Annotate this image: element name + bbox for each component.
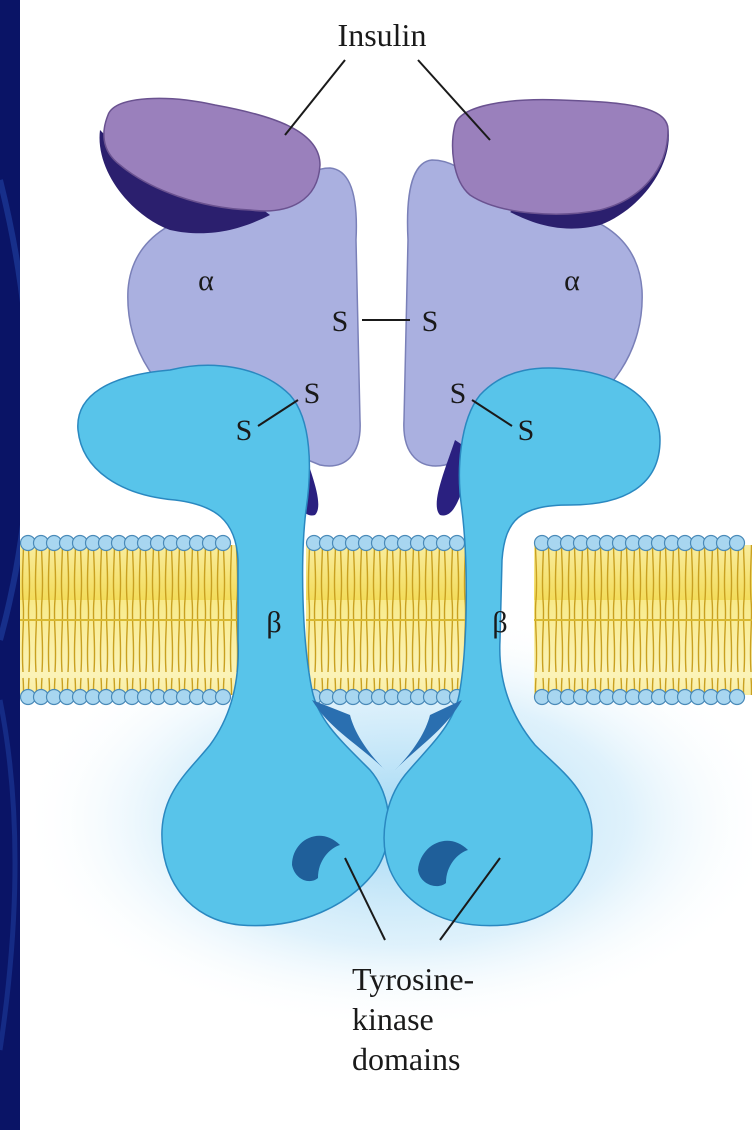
lipid-bilayer	[20, 536, 752, 705]
beta-label-left: β	[266, 606, 281, 639]
s-bridge-left: S	[332, 305, 349, 338]
lipid-head	[216, 690, 231, 705]
lipid-heads-outer	[21, 536, 745, 551]
tk-label-line1: Tyrosine-	[352, 961, 474, 997]
diagram-panel: Insulin α α S S S S S S β β Tyrosine- ki…	[20, 0, 752, 1130]
insulin-receptor-diagram: Insulin α α S S S S S S β β Tyrosine- ki…	[20, 0, 752, 1130]
lipid-heads-inner	[21, 690, 745, 705]
lipid-head	[730, 690, 745, 705]
insulin-leader-left	[285, 60, 345, 135]
alpha-label-right: α	[564, 264, 580, 297]
tk-label-line2: kinase	[352, 1001, 434, 1037]
lipid-head	[730, 536, 745, 551]
lipid-head	[450, 536, 465, 551]
beta-label-right: β	[492, 606, 507, 639]
s-left-upper: S	[304, 377, 321, 410]
s-left-lower: S	[236, 414, 253, 447]
tk-label-line3: domains	[352, 1041, 460, 1077]
alpha-label-left: α	[198, 264, 214, 297]
insulin-label: Insulin	[338, 17, 427, 53]
lipid-head	[216, 536, 231, 551]
s-right-lower: S	[518, 414, 535, 447]
s-bridge-right: S	[422, 305, 439, 338]
s-right-upper: S	[450, 377, 467, 410]
